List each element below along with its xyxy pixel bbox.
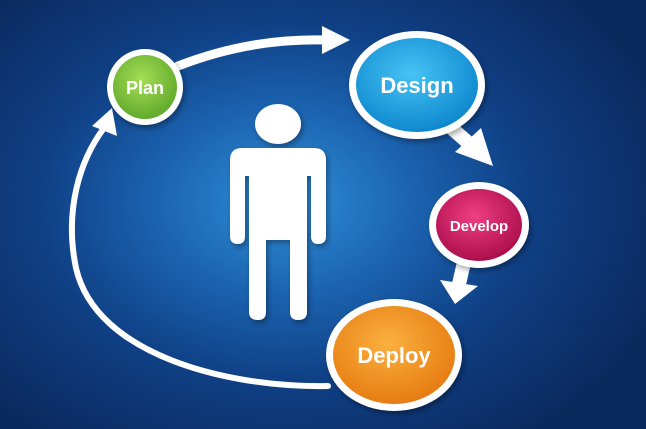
- step-design-label: Design: [380, 73, 453, 98]
- step-deploy-label: Deploy: [357, 343, 431, 368]
- arrow-deploy-to-plan: [68, 108, 331, 390]
- step-deploy: Deploy: [326, 299, 462, 411]
- step-plan: Plan: [107, 49, 183, 125]
- step-develop-label: Develop: [450, 218, 508, 235]
- step-develop: Develop: [429, 182, 529, 268]
- step-design: Design: [349, 31, 485, 139]
- person-icon: [230, 104, 326, 320]
- step-plan-label: Plan: [126, 78, 164, 98]
- arrow-plan-to-design: [173, 26, 350, 71]
